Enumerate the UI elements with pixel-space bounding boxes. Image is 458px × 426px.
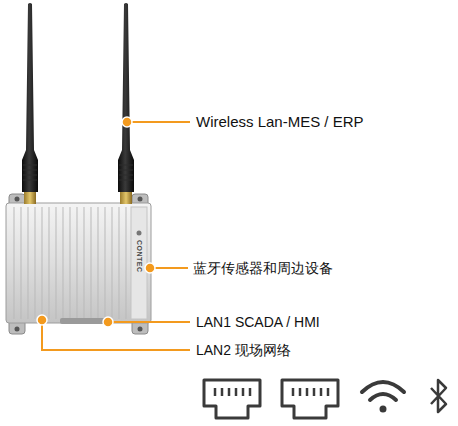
device-housing [6, 203, 151, 323]
brand-logo: CONTEC [135, 240, 143, 273]
callout-label: Wireless Lan-MES / ERP [196, 112, 364, 132]
antenna [22, 3, 134, 192]
logo-mark [137, 231, 142, 236]
bluetooth-icon [431, 380, 446, 412]
cooling-fins [14, 207, 126, 319]
wifi-icon [362, 382, 404, 411]
ethernet-icon [204, 380, 338, 418]
antenna-connector [24, 190, 132, 204]
ethernet-pins [215, 388, 328, 396]
callout-label: LAN1 SCADA / HMI [196, 312, 320, 332]
callout-dot [37, 117, 155, 327]
callout-label: 蓝牙传感器和周边设备 [193, 258, 333, 278]
callout-label: LAN2 现场网络 [196, 340, 291, 360]
antenna-ribs [23, 165, 133, 180]
leader-line [42, 122, 190, 350]
